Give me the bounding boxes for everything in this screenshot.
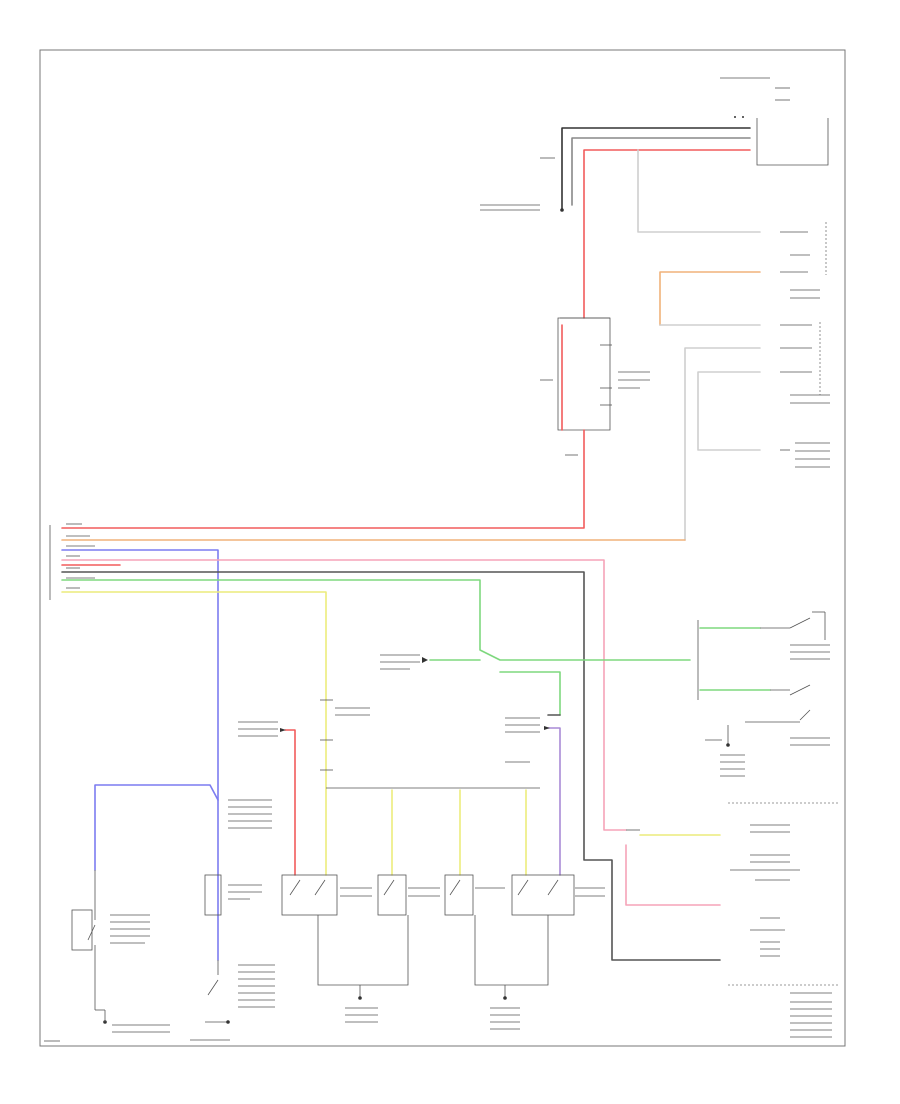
wire-lightgray-3 [684, 347, 761, 541]
wire-green-down [499, 671, 561, 716]
switch-block-1 [281, 874, 338, 916]
bus-pink [61, 559, 627, 831]
wire-purple-center [547, 727, 561, 876]
bus-green [61, 579, 691, 661]
wire-red-center [284, 729, 296, 876]
left-connector-block [204, 799, 275, 1024]
fuel-sensor-group [625, 802, 840, 1038]
left-switch-1 [71, 870, 150, 1024]
joint-connector-top [557, 317, 650, 431]
switch-block-2 [377, 874, 407, 916]
ground-point-top [560, 208, 564, 212]
top-right-module [720, 77, 829, 166]
diagram-border [39, 49, 846, 1047]
loop-right [474, 915, 549, 986]
right-switch-group [697, 611, 830, 777]
bus-black [61, 571, 721, 961]
wire-red-top [583, 149, 751, 319]
wire-blue-left [94, 784, 219, 871]
loop-left [317, 915, 409, 986]
switch-block-4 [511, 874, 575, 916]
wire-black-top [561, 127, 751, 211]
wire-lightgray-4 [697, 371, 761, 451]
switch-block-3 [444, 874, 474, 916]
bus-blue [61, 549, 219, 961]
bus-yellow [61, 591, 327, 701]
wire-orange-right [659, 271, 761, 326]
bus-red [61, 429, 585, 529]
wire-lightgray-1 [637, 149, 761, 233]
bus-labels [66, 523, 95, 589]
wire-gray-top [571, 137, 751, 206]
